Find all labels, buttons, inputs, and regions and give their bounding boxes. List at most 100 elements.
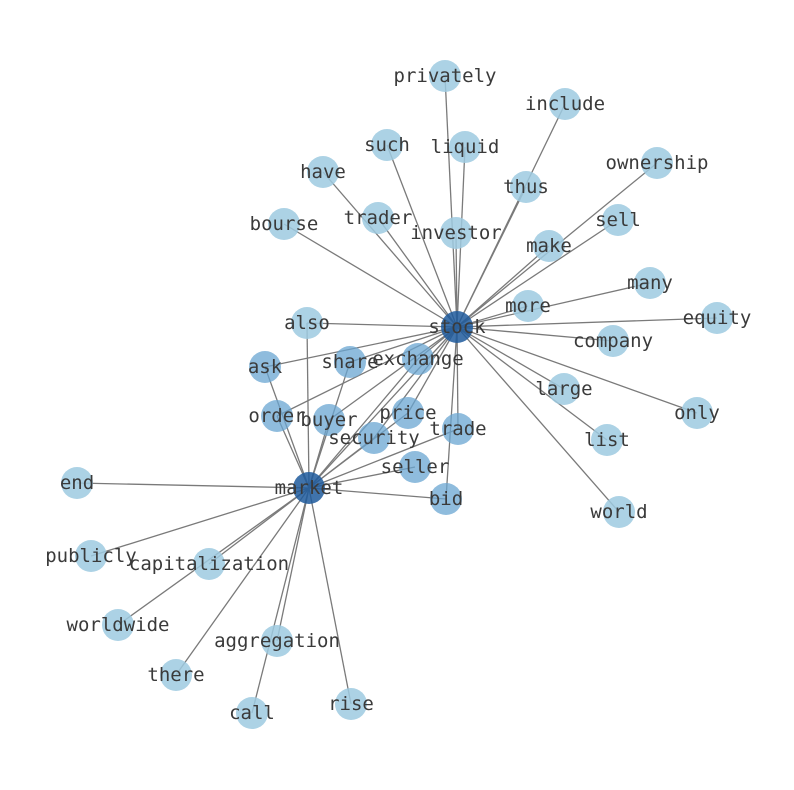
- node-label-sell: sell: [595, 209, 641, 231]
- edge-stock-privately: [444, 75, 458, 328]
- node-stock: [441, 311, 473, 343]
- node-label-aggregation: aggregation: [214, 630, 340, 652]
- node-security: [358, 422, 390, 454]
- node-label-share: share: [321, 351, 378, 373]
- node-label-bid: bid: [429, 488, 463, 510]
- edge-stock-many: [456, 282, 651, 328]
- node-investor: [440, 217, 472, 249]
- node-label-equity: equity: [683, 307, 752, 329]
- node-label-rise: rise: [328, 693, 374, 715]
- edge-market-publicly: [90, 487, 310, 557]
- node-label-security: security: [328, 427, 420, 449]
- node-label-privately: privately: [394, 65, 497, 87]
- edge-market-also: [306, 322, 310, 489]
- edge-stock-also: [306, 322, 458, 328]
- edge-stock-bid: [445, 326, 458, 500]
- node-label-only: only: [674, 402, 720, 424]
- node-label-company: company: [573, 330, 653, 352]
- edge-stock-share: [349, 326, 458, 363]
- node-label-liquid: liquid: [431, 136, 500, 158]
- node-capitalization: [193, 548, 225, 580]
- node-call: [236, 697, 268, 729]
- node-large: [548, 373, 580, 405]
- node-label-such: such: [364, 134, 410, 156]
- node-label-call: call: [229, 702, 275, 724]
- edge-stock-make: [456, 245, 550, 328]
- edge-market-exchange: [308, 358, 419, 489]
- node-label-order: order: [248, 405, 305, 427]
- node-end: [61, 467, 93, 499]
- node-publicly: [75, 540, 107, 572]
- node-ask: [249, 351, 281, 383]
- node-label-also: also: [284, 312, 330, 334]
- node-thus: [510, 171, 542, 203]
- edge-stock-list: [456, 326, 608, 441]
- node-label-exchange: exchange: [372, 348, 464, 370]
- node-label-thus: thus: [503, 176, 549, 198]
- node-liquid: [449, 131, 481, 163]
- node-label-capitalization: capitalization: [129, 553, 289, 575]
- node-ownership: [641, 147, 673, 179]
- edge-stock-trade: [456, 326, 459, 430]
- node-label-ownership: ownership: [606, 152, 709, 174]
- edge-market-trade: [308, 428, 459, 489]
- edge-stock-have: [322, 171, 458, 328]
- node-exchange: [402, 343, 434, 375]
- edge-stock-thus: [456, 186, 527, 328]
- edge-stock-such: [386, 144, 458, 328]
- node-label-trade: trade: [429, 418, 486, 440]
- edge-stock-security: [373, 326, 458, 439]
- node-label-there: there: [147, 664, 204, 686]
- edge-stock-sell: [456, 219, 619, 328]
- node-label-buyer: buyer: [300, 409, 357, 431]
- edge-stock-world: [456, 326, 620, 513]
- node-label-end: end: [60, 472, 94, 494]
- node-price: [392, 397, 424, 429]
- node-label-market: market: [275, 477, 344, 499]
- node-seller: [399, 451, 431, 483]
- node-label-world: world: [590, 501, 647, 523]
- node-such: [371, 129, 403, 161]
- node-label-make: make: [526, 235, 572, 257]
- node-label-trader: trader: [344, 207, 413, 229]
- edge-market-call: [251, 487, 310, 714]
- edge-stock-price: [407, 326, 458, 414]
- node-world: [603, 496, 635, 528]
- edge-market-there: [175, 487, 310, 676]
- edge-stock-large: [456, 326, 565, 390]
- node-layer: [61, 60, 733, 729]
- edge-stock-trader: [377, 217, 458, 328]
- node-label-stock: stock: [428, 316, 486, 338]
- edge-market-aggregation: [276, 487, 310, 642]
- node-more: [512, 290, 544, 322]
- node-make: [533, 230, 565, 262]
- node-label-many: many: [627, 272, 673, 294]
- node-market: [293, 472, 325, 504]
- node-many: [634, 267, 666, 299]
- node-label-large: large: [535, 378, 592, 400]
- node-buyer: [313, 404, 345, 436]
- node-include: [549, 88, 581, 120]
- edge-stock-equity: [456, 317, 718, 328]
- node-share: [334, 346, 366, 378]
- edge-stock-company: [456, 326, 614, 342]
- node-bid: [430, 483, 462, 515]
- node-label-list: list: [584, 429, 630, 451]
- node-there: [160, 659, 192, 691]
- node-list: [591, 424, 623, 456]
- node-trade: [442, 413, 474, 445]
- node-label-seller: seller: [381, 456, 450, 478]
- node-also: [291, 307, 323, 339]
- edge-stock-buyer: [328, 326, 458, 421]
- node-bourse: [268, 208, 300, 240]
- node-only: [681, 397, 713, 429]
- node-worldwide: [102, 609, 134, 641]
- edge-stock-ask: [264, 326, 458, 368]
- node-have: [307, 156, 339, 188]
- edge-market-seller: [308, 466, 416, 489]
- node-sell: [602, 204, 634, 236]
- node-trader: [362, 202, 394, 234]
- node-rise: [335, 688, 367, 720]
